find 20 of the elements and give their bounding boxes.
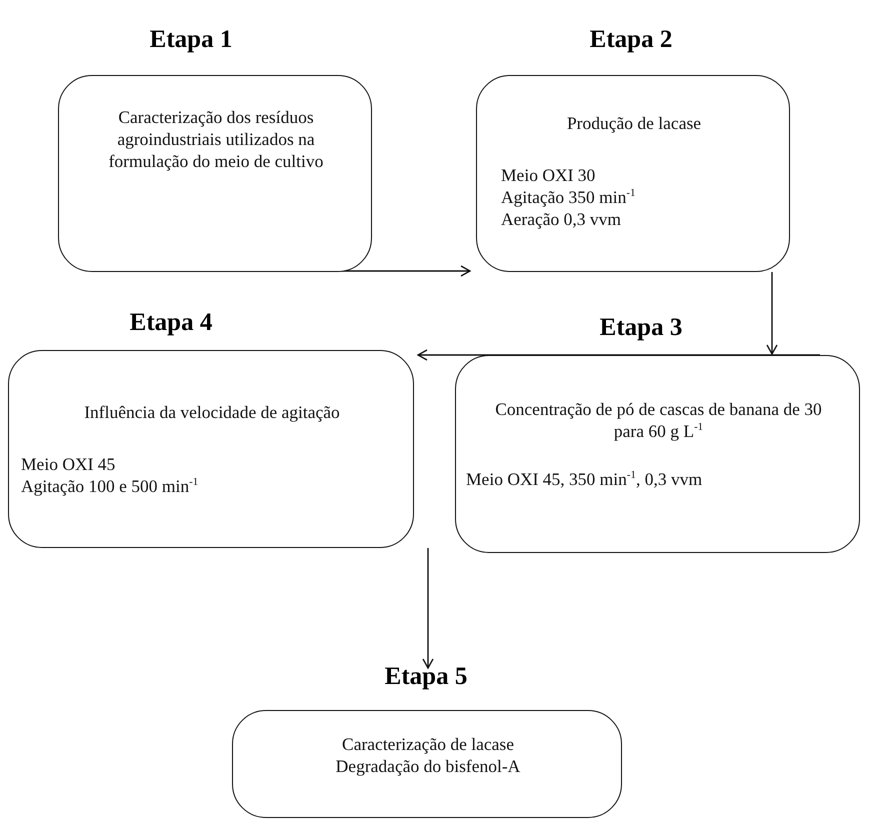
step-text: Meio OXI 45 bbox=[21, 453, 116, 475]
step-text: Caracterização de lacase bbox=[341, 733, 515, 755]
step-heading: Etapa 4 bbox=[130, 309, 212, 337]
step-text: Meio OXI 30 bbox=[501, 164, 596, 186]
step-text: Concentração de pó de cascas de banana de 30 para 60 g L$^{-1}$ bbox=[494, 398, 823, 442]
step-text: Agitação 100 e 500 min$^{-1}$ bbox=[21, 475, 198, 497]
arrow bbox=[766, 272, 778, 355]
step-text: Agitação 350 min$^{-1}$ bbox=[501, 186, 636, 208]
step-heading: Etapa 1 bbox=[150, 26, 232, 54]
arrow bbox=[417, 349, 820, 361]
step-heading: Etapa 3 bbox=[600, 314, 682, 342]
step-text: Meio OXI 45, 350 min$^{-1}$, 0,3 vvm bbox=[466, 468, 702, 490]
arrow bbox=[422, 548, 434, 669]
step-text: Degradação do bisfenol-A bbox=[334, 755, 522, 777]
step-text: Influência da velocidade de agitação bbox=[83, 401, 341, 423]
step-heading: Etapa 5 bbox=[384, 663, 468, 691]
step-text: Aeração 0,3 vvm bbox=[501, 208, 622, 230]
step-heading: Etapa 2 bbox=[590, 26, 672, 54]
step-text: Produção de lacase bbox=[566, 112, 702, 134]
step-text: Caracterização dos resíduos agroindustriais utilizados na formulação do meio de cultivo bbox=[108, 106, 324, 172]
